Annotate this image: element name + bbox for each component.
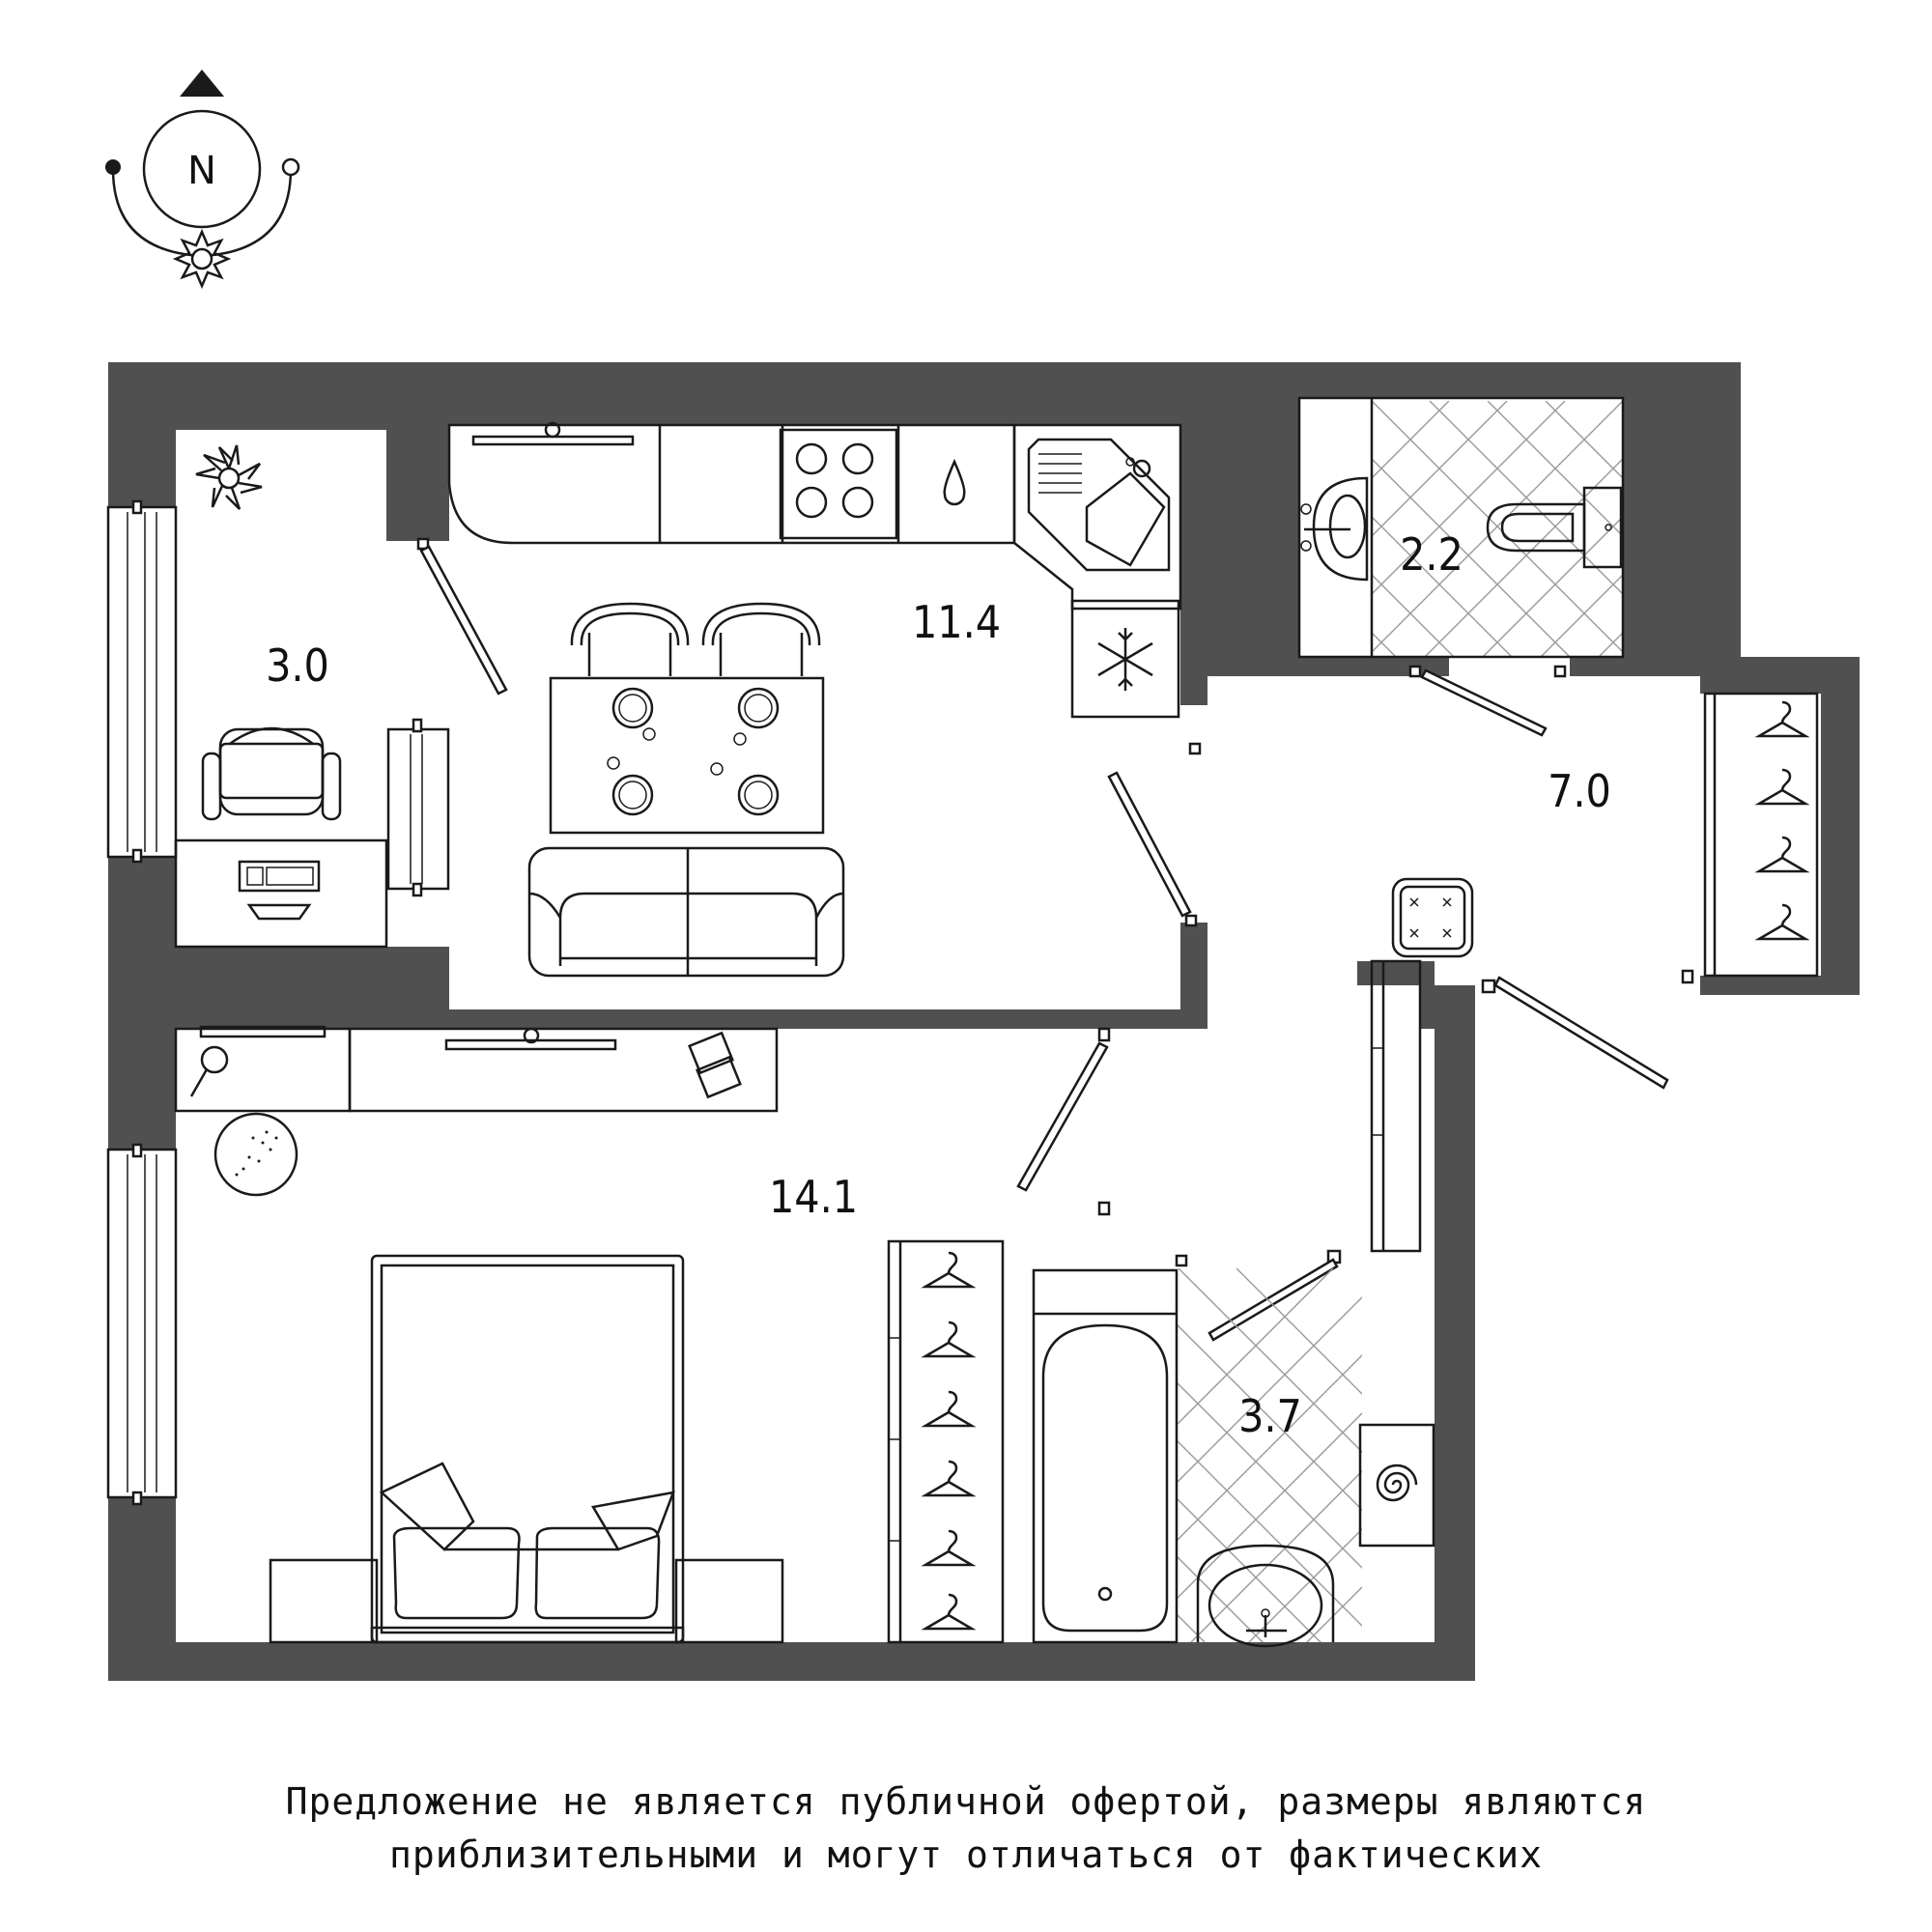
bathtub-icon <box>1032 1268 1179 1644</box>
boiler-icon <box>1358 1423 1435 1548</box>
door-kitchen[interactable] <box>1107 771 1192 918</box>
door-bedroom[interactable] <box>1016 1041 1109 1192</box>
water-drop-icon <box>943 458 966 506</box>
bathroom-tiles <box>1177 1268 1362 1642</box>
office-chair-icon <box>201 726 342 821</box>
room-area-bedroom: 14.1 <box>769 1171 858 1223</box>
tv-icon <box>444 1038 617 1051</box>
bath-sink-icon <box>1196 1544 1335 1648</box>
window-left-bottom <box>106 1143 178 1506</box>
hallway-shelf <box>1370 959 1422 1253</box>
doors[interactable] <box>416 537 1694 1342</box>
window-left-top <box>106 499 178 864</box>
books-icon <box>688 1031 742 1099</box>
door-balcony-room[interactable] <box>419 545 508 696</box>
disclaimer-note: Предложение не является публичной оферто… <box>0 1776 1932 1882</box>
disclaimer-line-1: Предложение не является публичной оферто… <box>285 1780 1647 1823</box>
dresser <box>174 1025 779 1113</box>
sofa-icon <box>527 846 845 978</box>
room-area-hallway: 7.0 <box>1548 765 1611 817</box>
wardrobe-bedroom <box>887 1239 1005 1644</box>
dining-table <box>549 676 825 835</box>
toilet-tiles <box>1372 401 1623 657</box>
fridge-icon <box>1070 599 1180 719</box>
sunrise-dot-icon <box>105 159 121 175</box>
room-area-bathroom: 3.7 <box>1238 1390 1302 1442</box>
keyboard-icon <box>246 903 312 921</box>
room-area-balcony: 3.0 <box>266 639 329 692</box>
toilet-icon <box>1486 486 1623 569</box>
north-arrow-icon <box>180 70 224 97</box>
wash-basin-icon <box>1312 476 1369 582</box>
desk <box>174 838 388 949</box>
rug-icon <box>213 1112 298 1197</box>
laptop-icon <box>238 860 321 893</box>
bed-icon <box>269 1254 784 1644</box>
door-toilet[interactable] <box>1420 668 1548 737</box>
dining-chair-icon <box>570 602 821 676</box>
compass: N <box>105 70 300 290</box>
mirror-icon <box>189 1045 229 1097</box>
ottoman-icon <box>1391 877 1474 958</box>
room-area-toilet: 2.2 <box>1400 528 1463 581</box>
sunset-dot-icon <box>281 157 300 177</box>
kitchen-counter <box>447 421 1016 545</box>
compass-circle <box>142 109 262 229</box>
wardrobe-hallway <box>1703 692 1819 978</box>
room-area-kitchen: 11.4 <box>912 596 1001 648</box>
door-bathroom[interactable] <box>1208 1258 1339 1342</box>
door-entrance[interactable] <box>1493 976 1669 1090</box>
sink-icon <box>1085 471 1166 567</box>
balcony-door[interactable] <box>386 718 450 897</box>
toilet-room-fixtures <box>1297 396 1625 659</box>
compass-north-letter: N <box>187 149 216 193</box>
stove-icon <box>779 428 898 540</box>
plant-icon <box>195 444 263 510</box>
disclaimer-line-2: приблизительными и могут отличаться от ф… <box>389 1833 1543 1876</box>
sun-icon <box>172 228 232 290</box>
